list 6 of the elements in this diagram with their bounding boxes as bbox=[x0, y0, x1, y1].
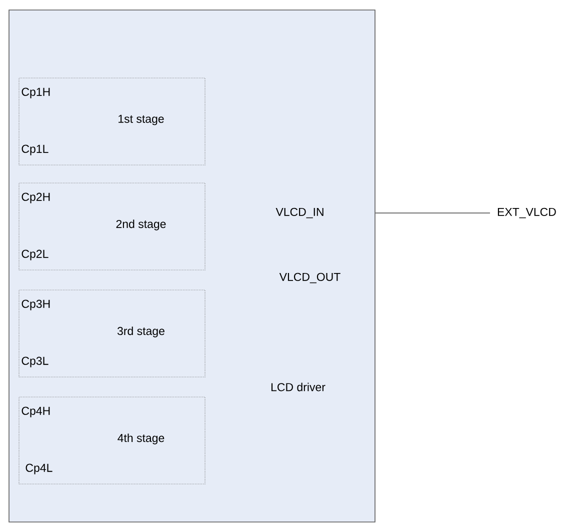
stage-box: Cp4H 4th stage Cp4L bbox=[18, 396, 206, 484]
stage-box: Cp1H 1st stage Cp1L bbox=[18, 78, 206, 166]
connector-line bbox=[375, 212, 490, 214]
signal-label: EXT_VLCD bbox=[498, 208, 556, 218]
stage-box: Cp3H 3rd stage Cp3L bbox=[18, 290, 206, 378]
stage-box: Cp2H 2nd stage Cp2L bbox=[18, 182, 206, 270]
